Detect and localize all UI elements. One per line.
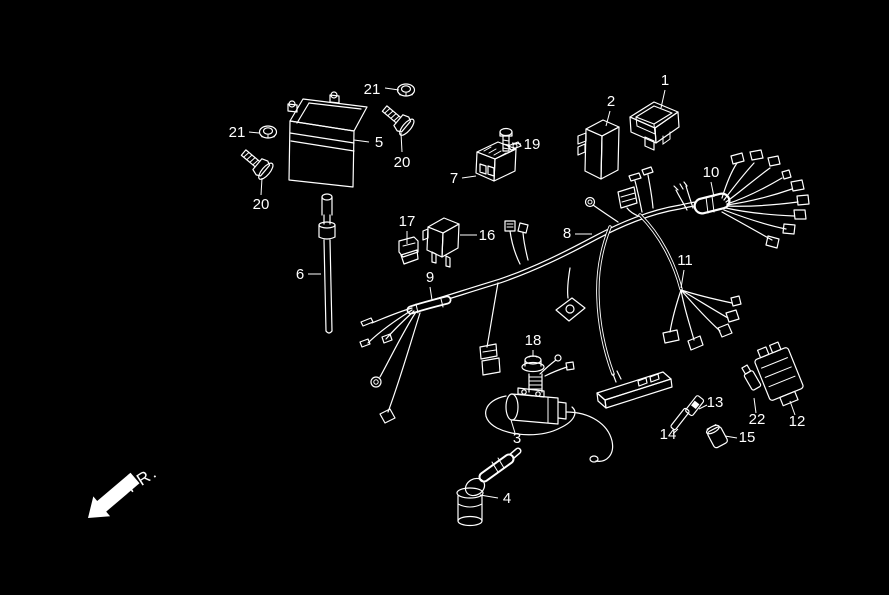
part-number-label: 7 [450,170,458,187]
flange-nut-left [258,125,278,139]
callout-part-1: 1 [660,72,669,109]
callout-part-21: 21 [364,81,400,98]
callout-part-4: 4 [479,490,511,507]
main-harness-trunk [409,200,704,311]
harness-upper-connectors [504,220,529,265]
spark-plug-cap-illustration [456,447,522,527]
leader-line [510,419,516,434]
callout-part-20: 20 [394,132,411,171]
leader-line [511,142,522,145]
harness-right-fan-connectors [721,149,810,249]
part-number-label: 20 [253,196,270,213]
harness-boot [693,192,731,215]
part-number-label: 15 [739,429,756,446]
callout-part-2: 2 [605,93,615,127]
leader-line [680,269,685,289]
part-number-label: 21 [364,81,381,98]
part-number-label: 4 [503,490,511,507]
callout-part-22: 22 [749,397,766,428]
part-number-label: 19 [524,136,541,153]
relay-unit-illustration [475,141,522,182]
leader-line [710,181,715,198]
flasher-relay-illustration [422,217,460,268]
callout-part-6: 6 [296,266,321,283]
sub-harness-branch [638,213,742,351]
leader-line [384,87,400,91]
leader-line [461,175,477,179]
leader-line [353,139,370,143]
harness-left-branch-wires [359,307,421,424]
callout-part-12: 12 [789,400,806,430]
fr-arrow-icon [88,472,140,518]
callout-part-21: 21 [229,124,260,141]
part-number-label: 21 [229,124,246,141]
part-number-label: 10 [703,164,720,181]
callout-part-8: 8 [563,225,592,242]
screw-illustration [499,127,513,152]
callout-part-9: 9 [426,269,434,301]
callout-part-18: 18 [525,332,542,357]
part-number-label: 2 [607,93,615,110]
part-number-label: 13 [707,394,724,411]
leader-line [789,400,796,416]
part-number-label: 8 [563,225,571,242]
harness-mid-drop-connectors [479,282,501,376]
flange-bolt-left [240,149,274,180]
cap-15-illustration [705,424,728,449]
part-number-label: 1 [661,72,669,89]
fuse-22-illustration [741,364,762,391]
mounting-bracket-plate [555,267,586,322]
part-number-label: 16 [479,227,496,244]
callout-part-19: 19 [511,136,541,153]
callout-part-17: 17 [399,213,416,244]
part-number-label: 12 [789,413,806,430]
callout-part-20: 20 [253,177,270,213]
part-number-label: 6 [296,266,304,283]
callout-part-11: 11 [677,252,693,289]
leader-line [698,404,708,410]
clip-illustration [398,236,419,265]
leader-line [400,132,403,153]
harness-spade-terminals [617,166,694,217]
leader-line [260,177,263,196]
leader-line [724,435,738,439]
leader-line [753,397,757,414]
part-number-label: 3 [513,430,521,447]
leader-line [429,286,433,301]
callout-part-5: 5 [353,134,383,151]
flange-bolt-right [381,105,415,136]
part-number-label: 9 [426,269,434,286]
leader-line [660,89,666,109]
leader-line [605,110,611,127]
callout-part-13: 13 [698,394,724,411]
part-number-label: 18 [525,332,542,349]
ring-terminal-wire [584,196,619,223]
battery-tray-illustration [629,101,680,151]
callout-part-3: 3 [510,419,521,447]
ignition-coil-illustration [485,354,614,463]
callout-part-10: 10 [703,164,720,198]
fuse-14-illustration [670,407,690,431]
part-number-label: 5 [375,134,383,151]
part-number-label: 17 [399,213,416,230]
harness-sleeve [406,295,452,315]
part-number-label: 11 [677,252,693,269]
cdi-unit-illustration [577,119,620,180]
leader-line [479,494,499,499]
callout-part-14: 14 [660,426,679,443]
battery-illustration [287,91,368,188]
breather-tube-illustration [318,193,336,334]
callout-part-7: 7 [450,170,477,187]
callout-part-16: 16 [460,227,495,244]
leader-line [672,428,679,435]
part-number-label: 22 [749,411,766,428]
leader-line [248,131,260,134]
part-number-label: 20 [394,154,411,171]
part-number-label: 14 [660,426,677,443]
callout-part-15: 15 [724,429,756,446]
harness-branch-to-fusebar [596,225,622,383]
fuse-holder-bar [596,371,673,409]
